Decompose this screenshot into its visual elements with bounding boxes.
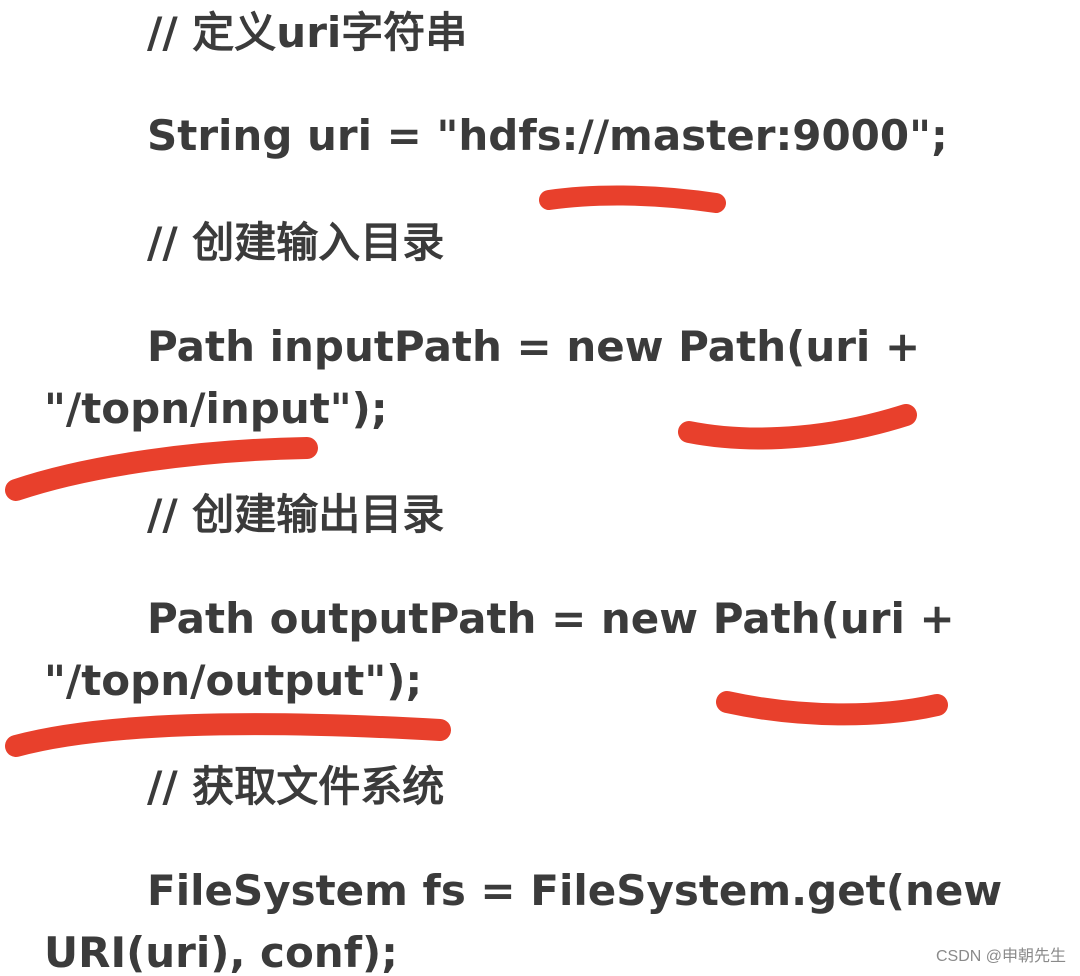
code-uri-declaration: String uri = "hdfs://master:9000";	[147, 111, 948, 160]
comment-create-input-dir: // 创建输入目录	[147, 218, 445, 267]
code-filesystem-line2: URI(uri), conf);	[44, 928, 398, 976]
comment-define-uri: // 定义uri字符串	[147, 8, 468, 57]
code-input-path-line2: "/topn/input");	[44, 384, 388, 433]
underline-after-input	[678, 404, 917, 450]
underline-topn-input	[5, 437, 318, 501]
code-filesystem-line1: FileSystem fs = FileSystem.get(new	[147, 866, 1003, 915]
comment-create-output-dir: // 创建输出目录	[147, 490, 445, 539]
underline-master-9000	[539, 185, 726, 213]
comment-get-filesystem: // 获取文件系统	[147, 762, 445, 811]
underline-topn-output	[5, 713, 451, 757]
code-output-path-line1: Path outputPath = new Path(uri +	[147, 594, 955, 643]
underline-after-output	[716, 691, 948, 726]
code-input-path-line1: Path inputPath = new Path(uri +	[147, 322, 921, 371]
watermark: CSDN @申朝先生	[935, 948, 1066, 965]
code-output-path-line2: "/topn/output");	[44, 656, 423, 705]
